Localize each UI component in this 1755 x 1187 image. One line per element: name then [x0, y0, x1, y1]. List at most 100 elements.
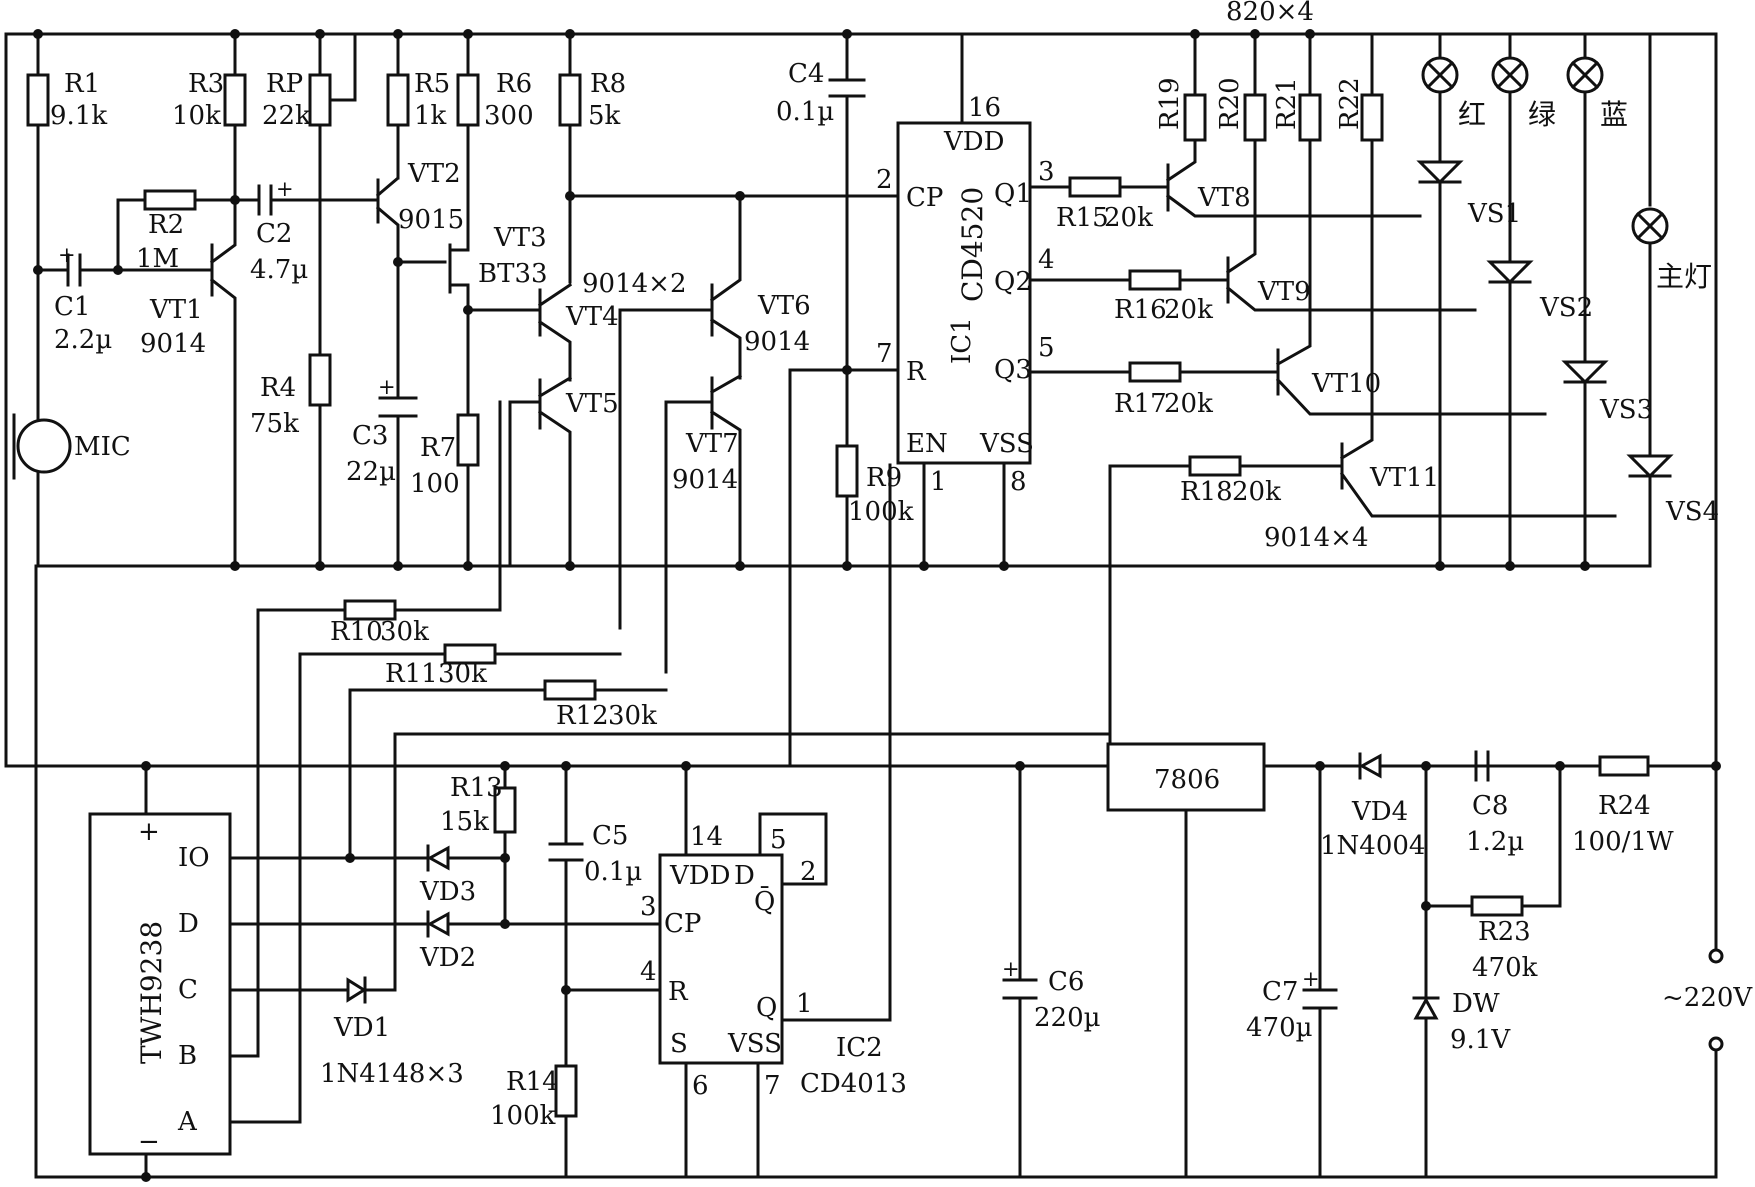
r15-label: R15 — [1056, 203, 1109, 233]
c6-value: 220µ — [1034, 1003, 1101, 1033]
r11-value: 30k — [438, 659, 487, 689]
ic1-pin-vdd: 16 — [968, 93, 1001, 123]
vt10-label: VT10 — [1311, 369, 1381, 399]
r8-label: R8 — [590, 69, 626, 99]
r18-label: R18 — [1180, 477, 1233, 507]
c3-plates — [378, 396, 418, 418]
vd2-label: VD2 — [419, 943, 476, 973]
twh-io: IO — [178, 843, 210, 873]
mic-icon — [16, 418, 72, 474]
r20-resistor — [1243, 93, 1267, 142]
r1-value: 9.1k — [50, 101, 107, 131]
r4-value: 75k — [250, 409, 299, 439]
c4-r9-wire — [845, 32, 887, 568]
r23-value: 470k — [1472, 953, 1538, 983]
r9-label: R9 — [866, 463, 902, 493]
c6-polarity: + — [1002, 957, 1020, 981]
twh-b: B — [178, 1041, 197, 1071]
ic1-r-label: R — [906, 357, 927, 387]
ic1-q1-label: Q1 — [994, 179, 1032, 209]
mains-terminal-top — [1708, 948, 1724, 964]
ic2-pin-vdd: 14 — [690, 822, 723, 852]
vs3-label: VS3 — [1599, 395, 1653, 425]
r21-label: R21 — [1272, 77, 1302, 130]
ic2-cp-label: CP — [664, 909, 701, 939]
r15-value: 20k — [1104, 203, 1153, 233]
ic2-name: IC2 — [836, 1033, 883, 1063]
vs2-triac — [1486, 260, 1534, 285]
r23-resistor — [1470, 895, 1524, 917]
ic2-d-qbar-loop — [758, 812, 828, 886]
r7-value: 100 — [410, 469, 460, 499]
vt9-label: VT9 — [1257, 277, 1311, 307]
c4-plates — [828, 78, 866, 98]
r23-label: R23 — [1478, 917, 1531, 947]
vs3-leads — [1563, 380, 1607, 568]
c1-value: 2.2µ — [54, 325, 112, 355]
dw-zener — [1413, 996, 1439, 1020]
c8-plates — [1474, 750, 1490, 782]
c6-plates — [1002, 978, 1038, 1000]
vt6-value: 9014 — [744, 327, 810, 357]
c1-polarity: + — [58, 243, 76, 267]
twh-plus: + — [138, 817, 160, 847]
vt11-label: VT11 — [1369, 463, 1439, 493]
vs3-triac — [1561, 360, 1609, 385]
c5-label: C5 — [592, 821, 628, 851]
vt9-transistor — [1225, 123, 1477, 312]
junction-dots — [33, 29, 1721, 1182]
r5-resistor — [386, 73, 410, 127]
twh-minus: − — [138, 1127, 160, 1157]
ic2-qbar-label: Q̄ — [754, 885, 775, 917]
vt4-label: VT4 — [565, 302, 619, 332]
ic2-s-label: S — [670, 1029, 688, 1059]
r2-value: 1M — [136, 244, 179, 274]
dw-r23-wire — [1424, 764, 1562, 1179]
ic1-pin-q1: 3 — [1038, 157, 1055, 187]
rp-wiper — [328, 32, 357, 102]
r5-value: 1k — [414, 101, 447, 131]
ic1-cd4520 — [896, 121, 1032, 465]
ic1-cp-label: CP — [906, 183, 943, 213]
lamp-to-triac — [1438, 90, 1652, 458]
r10-resistor — [343, 599, 397, 621]
ic1-q2-label: Q2 — [994, 267, 1032, 297]
c5-value: 0.1µ — [584, 857, 642, 887]
c-line — [228, 533, 1112, 992]
r7-resistor — [456, 413, 480, 467]
ic1-pin-en: 1 — [930, 467, 947, 497]
ic1-pin-q2: 4 — [1038, 245, 1055, 275]
vt1-label: VT1 — [149, 295, 203, 325]
r13-label: R13 — [450, 773, 503, 803]
ic2-r-label: R — [668, 977, 689, 1007]
ic1-vss-label: VSS — [979, 429, 1034, 459]
r13-resistor — [493, 786, 517, 834]
r14-value: 100k — [490, 1101, 556, 1131]
vt2-label: VT2 — [407, 159, 461, 189]
dw-value: 9.1V — [1450, 1025, 1511, 1055]
vs4-triac — [1626, 454, 1674, 479]
vd4-label: VD4 — [1351, 797, 1408, 827]
vd3-label: VD3 — [419, 877, 476, 907]
r8-value: 5k — [588, 101, 621, 131]
c2-label: C2 — [256, 219, 292, 249]
r6-resistor — [456, 73, 480, 127]
dw-label: DW — [1452, 989, 1500, 1019]
ic2-pin-q: 1 — [796, 989, 813, 1019]
twh9238-module — [88, 812, 232, 1156]
ic2-pin-vss: 7 — [764, 1071, 781, 1101]
vt6-label: VT6 — [757, 291, 811, 321]
r8-resistor — [558, 73, 582, 127]
ic1-pin-q3: 5 — [1038, 333, 1055, 363]
r3-value: 10k — [172, 101, 221, 131]
vt7-base-link — [664, 400, 714, 674]
r10-value: 30k — [380, 617, 429, 647]
c7-polarity: + — [1302, 967, 1320, 991]
ic1-q3-label: Q3 — [994, 355, 1032, 385]
r3-resistor — [223, 73, 247, 127]
ic1-vdd-label: VDD — [943, 127, 1004, 157]
c8-label: C8 — [1472, 791, 1508, 821]
twh-d: D — [178, 909, 199, 939]
